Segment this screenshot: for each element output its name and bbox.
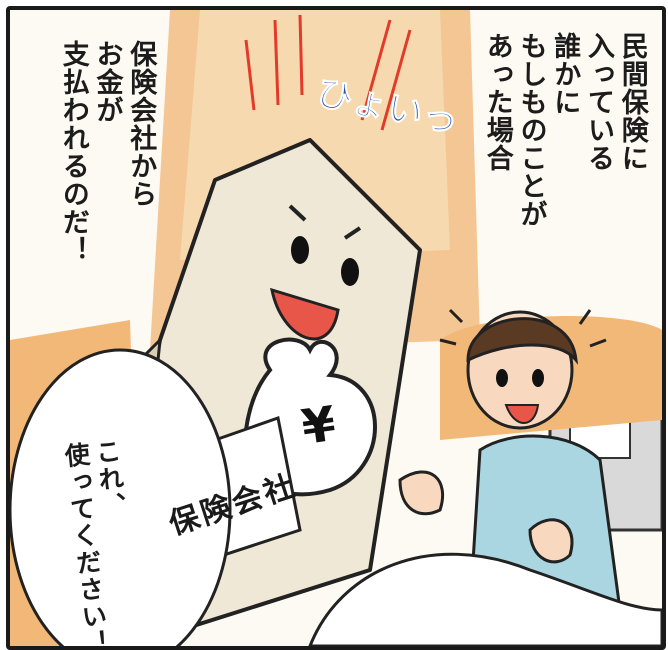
narration-right: 民間保険に 入っている 誰かに もしものことが あった場合 [480, 32, 649, 228]
manga-panel: 民間保険に 入っている 誰かに もしものことが あった場合 保険会社から お金が… [6, 6, 666, 650]
narration-left-line: 保険会社から [125, 40, 157, 208]
narration-left-line: 支払われるのだ！ [57, 40, 89, 264]
company-right-eye [341, 258, 359, 286]
patient-mouth [504, 404, 540, 424]
company-brow-left [288, 204, 307, 222]
narration-left: 保険会社から お金が 支払われるのだ！ [56, 40, 157, 264]
company-brow-right [343, 226, 362, 240]
narration-right-line: あった場合 [481, 32, 513, 172]
narration-right-line: 入っている [583, 32, 614, 172]
speed-lines [244, 14, 412, 131]
patient-left-eye [496, 369, 508, 387]
company-mouth [270, 287, 340, 341]
patient-right-eye [532, 369, 544, 387]
patient-right-hand [528, 518, 574, 564]
speech-bubble [10, 348, 232, 646]
surprise-marks [439, 308, 607, 348]
patient-hair [466, 317, 579, 365]
narration-right-line: 誰かに [549, 32, 581, 116]
narration-left-line: お金が [91, 40, 123, 124]
panel-illustration [10, 10, 662, 646]
narration-right-line: もしものことが [515, 32, 547, 228]
bed-blanket [308, 552, 662, 646]
company-left-eye [291, 236, 309, 264]
narration-right-line: 民間保険に [616, 32, 648, 172]
patient-left-hand [398, 470, 445, 516]
